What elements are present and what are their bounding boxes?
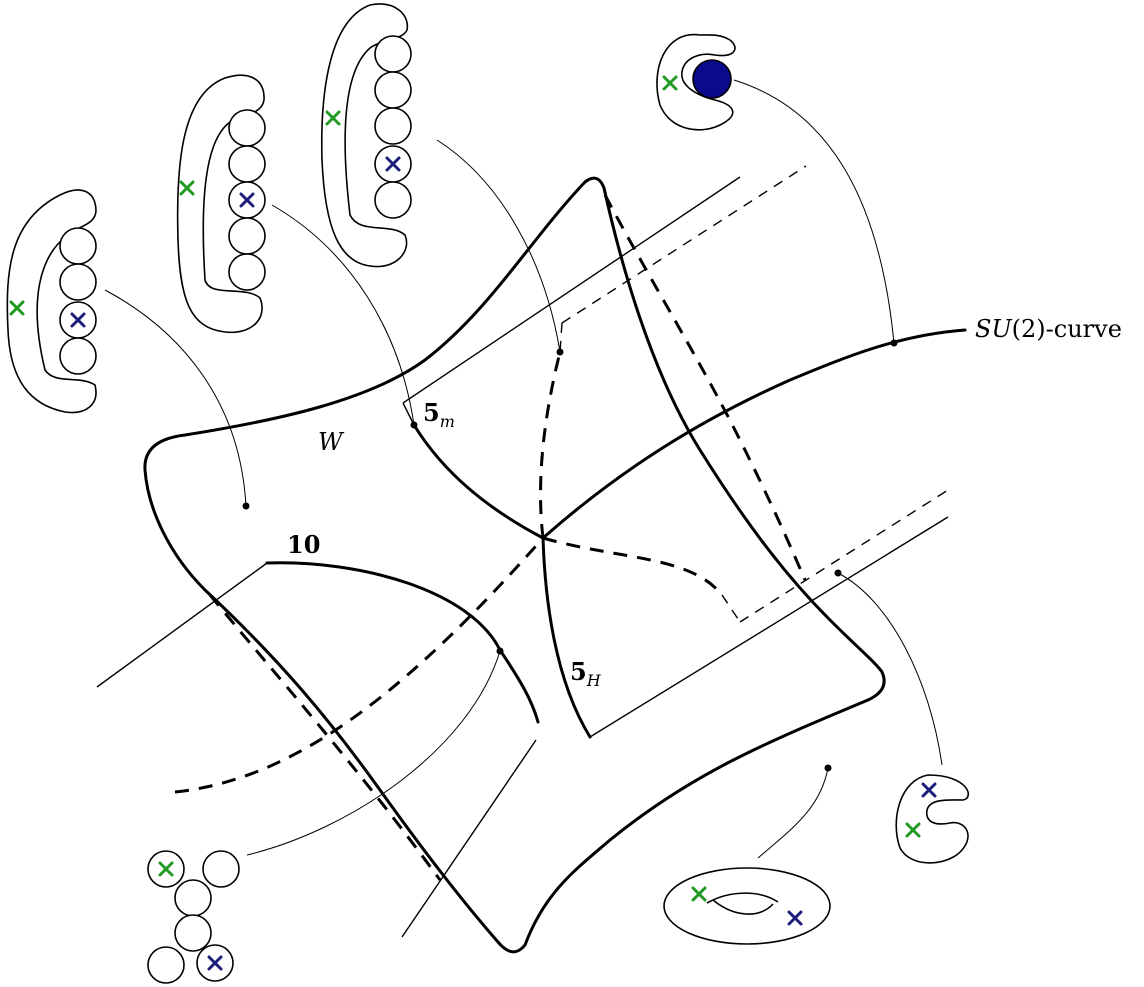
label-5m: 5m	[423, 398, 455, 431]
su2-curve-back-dashed	[603, 194, 807, 581]
brane-5h-tip-dashed	[721, 594, 741, 623]
cross-marker-icon	[179, 180, 195, 196]
leader-5m-point	[271, 204, 415, 426]
marker-dot-10	[496, 647, 504, 655]
brane-5h-dashed	[739, 489, 949, 623]
curve-5h	[541, 536, 592, 739]
label-su2-curve: SU(2)-curve	[975, 315, 1122, 343]
cross-marker-icon	[662, 75, 678, 91]
surface-w-boundary	[143, 176, 886, 954]
label-5h: 5H	[570, 657, 602, 690]
curve-5h-hidden	[542, 536, 724, 596]
cross-marker-icon	[325, 110, 341, 126]
curve-10-hidden	[174, 537, 545, 794]
leader-su2-point	[733, 79, 895, 344]
marker-dot-torus	[824, 764, 832, 772]
marker-dot-bulk	[242, 502, 250, 510]
filled-disc-icon	[692, 59, 732, 99]
su2-curve	[541, 328, 967, 540]
inset-cluster	[147, 850, 240, 984]
brane-5m-tip	[402, 402, 415, 426]
inset-curl	[895, 774, 969, 864]
leader-torus	[757, 767, 829, 859]
leader-bulk-w	[104, 289, 247, 507]
cross-marker-icon	[787, 910, 803, 926]
brane-10-left-edge	[96, 562, 268, 688]
leader-10-point	[246, 650, 501, 856]
marker-dot-5h	[834, 569, 842, 577]
label-w: W	[318, 428, 345, 456]
inset-chain-2	[176, 74, 266, 334]
inset-chain-1	[6, 189, 97, 414]
marker-dot-5m	[410, 421, 418, 429]
surface-boundary-hidden	[208, 594, 442, 881]
curve-10	[265, 561, 540, 724]
cross-marker-icon	[905, 822, 921, 838]
inset-torus	[663, 867, 831, 945]
marker-dot-su2	[890, 339, 898, 347]
curve-5m	[412, 423, 545, 540]
cross-marker-icon	[691, 886, 707, 902]
leader-5h-point	[837, 572, 943, 766]
cross-marker-icon	[921, 782, 937, 798]
label-10: 10	[287, 530, 320, 559]
brane-10-lower-edge	[401, 739, 537, 938]
brane-5m-upper-dashed	[561, 165, 807, 324]
curve-5m-hidden	[539, 351, 562, 539]
brane-5m-tip-dashed	[559, 322, 563, 353]
inset-chain-3	[320, 3, 412, 268]
cross-marker-icon	[9, 300, 25, 316]
marker-dot-5m-hidden	[556, 348, 564, 356]
inset-disc	[656, 33, 736, 131]
brane-5m-upper-edge	[402, 176, 741, 404]
leader-5m-dashed-point	[436, 139, 561, 353]
brane-5h-lower-edge	[589, 516, 949, 738]
